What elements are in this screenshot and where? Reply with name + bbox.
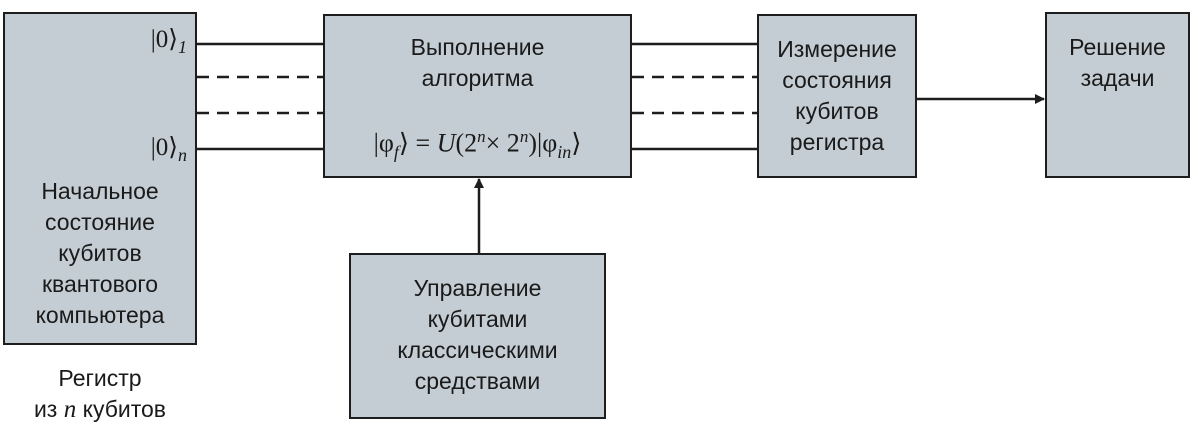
- measurement-line: кубитов: [795, 98, 879, 124]
- formula-equals: =: [409, 128, 437, 158]
- register-line: квантового: [41, 271, 158, 297]
- caption-prefix: из: [33, 396, 64, 422]
- register-caption: Регистр из n кубитов: [3, 363, 197, 425]
- solution-description: Решение задачи: [1047, 32, 1188, 94]
- algorithm-line: алгоритма: [421, 65, 534, 91]
- formula-rhs-sub: in: [557, 141, 572, 162]
- formula-exponent: n: [519, 127, 529, 146]
- caption-variable: n: [63, 396, 77, 423]
- formula-lhs-close: ⟩: [398, 128, 410, 158]
- formula-open: (2: [455, 128, 478, 158]
- solution-line: Решение: [1069, 34, 1166, 60]
- ket-last-qubit: |0⟩n: [151, 132, 187, 171]
- control-description: Управление кубитами классическими средст…: [351, 273, 604, 397]
- measurement-line: Измерение: [777, 36, 897, 62]
- measurement-box: Измерение состояния кубитов регистра: [757, 14, 917, 178]
- algorithm-title: Выполнение алгоритма: [325, 32, 630, 94]
- control-line: Управление: [413, 275, 542, 301]
- register-caption-line1: Регистр: [58, 365, 142, 391]
- formula-times: × 2: [485, 128, 520, 158]
- measurement-line: регистра: [789, 129, 885, 155]
- ket-last-symbol: |0⟩: [150, 134, 178, 161]
- register-box: |0⟩1 |0⟩n Начальное состояние кубитов кв…: [3, 12, 197, 345]
- measurement-description: Измерение состояния кубитов регистра: [759, 34, 915, 158]
- formula-operator: U: [436, 128, 456, 158]
- formula-lhs: |φ: [373, 128, 394, 158]
- control-line: средствами: [414, 368, 541, 394]
- register-line: компьютера: [35, 302, 165, 328]
- register-description: Начальное состояние кубитов квантового к…: [5, 176, 195, 331]
- register-line: Начальное: [41, 178, 159, 204]
- register-caption-line2: из n кубитов: [3, 394, 197, 425]
- ket-first-subscript: 1: [178, 37, 187, 57]
- measurement-line: состояния: [782, 67, 892, 93]
- solution-line: задачи: [1080, 65, 1155, 91]
- control-line: классическими: [397, 337, 558, 363]
- formula-rhs: |φ: [536, 128, 558, 158]
- register-line: кубитов: [58, 240, 142, 266]
- ket-first-qubit: |0⟩1: [151, 24, 187, 63]
- ket-last-subscript: n: [178, 145, 187, 165]
- formula-rhs-close: ⟩: [571, 128, 582, 158]
- formula-exponent: n: [477, 127, 486, 146]
- control-box: Управление кубитами классическими средст…: [349, 253, 606, 419]
- algorithm-box: Выполнение алгоритма |φf⟩ = U(2n× 2n)|φi…: [323, 14, 632, 178]
- algorithm-line: Выполнение: [410, 34, 545, 60]
- solution-box: Решение задачи: [1045, 12, 1190, 178]
- ket-first-symbol: |0⟩: [150, 26, 178, 53]
- control-line: кубитами: [427, 306, 528, 332]
- algorithm-formula: |φf⟩ = U(2n× 2n)|φin⟩: [325, 121, 630, 168]
- register-line: состояние: [45, 209, 155, 235]
- formula-close: ): [528, 128, 537, 158]
- formula-lhs-sub: f: [393, 141, 399, 162]
- caption-suffix: кубитов: [76, 396, 167, 422]
